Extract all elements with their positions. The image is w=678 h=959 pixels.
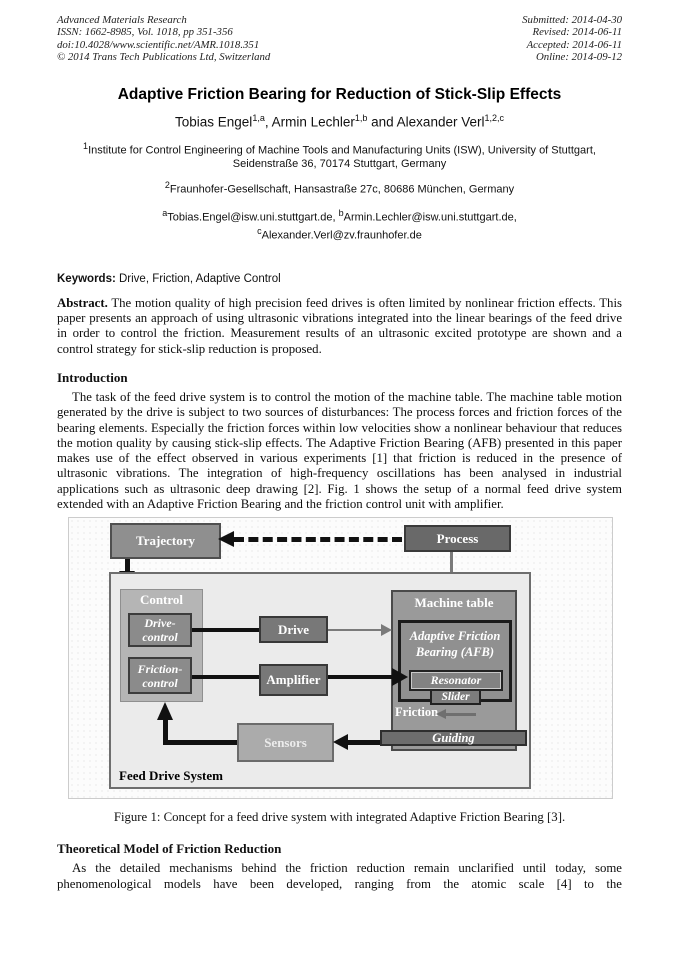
affiliation-1: 1Institute for Control Engineering of Ma… <box>83 140 596 170</box>
box-sensors: Sensors <box>237 723 334 763</box>
box-amplifier: Amplifier <box>259 664 328 697</box>
journal-info: Advanced Materials Research ISSN: 1662-8… <box>57 14 270 63</box>
submitted-date: Submitted: 2014-04-30 <box>522 14 622 26</box>
friction-label: Friction <box>395 705 439 720</box>
arrowhead-friction-left-icon <box>436 709 446 720</box>
email-line-2: cAlexander.Verl@zv.fraunhofer.de <box>257 225 422 242</box>
arrowhead-up-black-icon <box>157 702 173 721</box>
control-label: Control <box>139 592 184 608</box>
keywords-label: Keywords: <box>57 272 116 285</box>
figure-caption: Figure 1: Concept for a feed drive syste… <box>113 810 566 825</box>
box-trajectory: Trajectory <box>110 523 221 560</box>
box-drive-control: Drive- control <box>128 613 192 648</box>
figure-1-diagram: Trajectory Process Control Drive- contro… <box>68 517 613 800</box>
box-slider: Slider <box>430 689 481 706</box>
arrowhead-right-gray-icon <box>381 624 392 637</box>
arrow-process-to-trajectory-dashed <box>234 537 402 543</box>
box-resonator: Resonator <box>409 670 503 692</box>
box-guiding: Guiding <box>380 730 527 747</box>
feed-drive-system-label: Feed Drive System <box>119 768 223 784</box>
theory-paragraph: As the detailed mechanisms behind the fr… <box>57 861 622 891</box>
box-process: Process <box>404 525 511 553</box>
abstract-text: The motion quality of high precision fee… <box>57 295 622 356</box>
abstract-paragraph: Abstract. The motion quality of high pre… <box>57 296 622 357</box>
revised-date: Revised: 2014-06-11 <box>532 26 622 39</box>
box-drive: Drive <box>259 616 328 644</box>
doi-line: doi:10.4028/www.scientific.net/AMR.1018.… <box>57 38 260 51</box>
journal-name: Advanced Materials Research <box>57 14 187 26</box>
box-friction-control: Friction- control <box>128 657 192 695</box>
author-emails: aTobias.Engel@isw.uni.stuttgart.de, bArm… <box>57 207 622 243</box>
online-date: Online: 2014-09-12 <box>535 50 622 63</box>
line-machine-table-to-sensors <box>348 740 392 746</box>
keywords-text: Drive, Friction, Adaptive Control <box>115 272 281 285</box>
arrow-process-down <box>450 552 453 580</box>
affiliation-2: 2Fraunhofer-Gesellschaft, Hansastraße 27… <box>164 180 515 196</box>
arrowhead-right-black-icon <box>392 668 408 687</box>
section-heading-introduction: Introduction <box>57 370 128 385</box>
arrow-friction-line <box>445 713 476 717</box>
paper-title: Adaptive Friction Bearing for Reduction … <box>117 86 562 104</box>
line-drive-to-machine-table <box>328 629 388 632</box>
authors-line: Tobias Engel1,a, Armin Lechler1,b and Al… <box>175 113 504 130</box>
machine-table-label: Machine table <box>414 595 494 611</box>
keywords-line: Keywords: Drive, Friction, Adaptive Cont… <box>57 273 622 285</box>
submission-dates: Submitted: 2014-04-30 Revised: 2014-06-1… <box>522 14 622 63</box>
accepted-date: Accepted: 2014-06-11 <box>526 38 622 51</box>
section-heading-theory: Theoretical Model of Friction Reduction <box>57 841 282 857</box>
line-feedback-up <box>163 719 168 746</box>
arrowhead-left-black-icon <box>333 734 348 751</box>
journal-header: Advanced Materials Research ISSN: 1662-8… <box>57 14 622 63</box>
arrowhead-left-icon <box>218 531 234 548</box>
line-amplifier-to-afb <box>328 675 392 680</box>
machine-table-group-box: Machine table Adaptive Friction Bearing … <box>391 590 517 752</box>
issn-volume-line: ISSN: 1662-8985, Vol. 1018, pp 351-356 <box>57 26 233 39</box>
arrow-trajectory-down <box>125 559 130 573</box>
copyright-line: © 2014 Trans Tech Publications Ltd, Swit… <box>57 50 271 63</box>
line-sensors-feedback <box>163 740 237 746</box>
line-drive-control-to-drive <box>192 628 259 633</box>
feed-drive-system-box: Control Drive- control Friction- control… <box>109 572 531 790</box>
email-line-1: aTobias.Engel@isw.uni.stuttgart.de, bArm… <box>162 207 517 224</box>
line-friction-control-to-amplifier <box>192 675 259 680</box>
introduction-paragraph: The task of the feed drive system is to … <box>57 390 622 512</box>
abstract-label: Abstract. <box>57 295 108 310</box>
